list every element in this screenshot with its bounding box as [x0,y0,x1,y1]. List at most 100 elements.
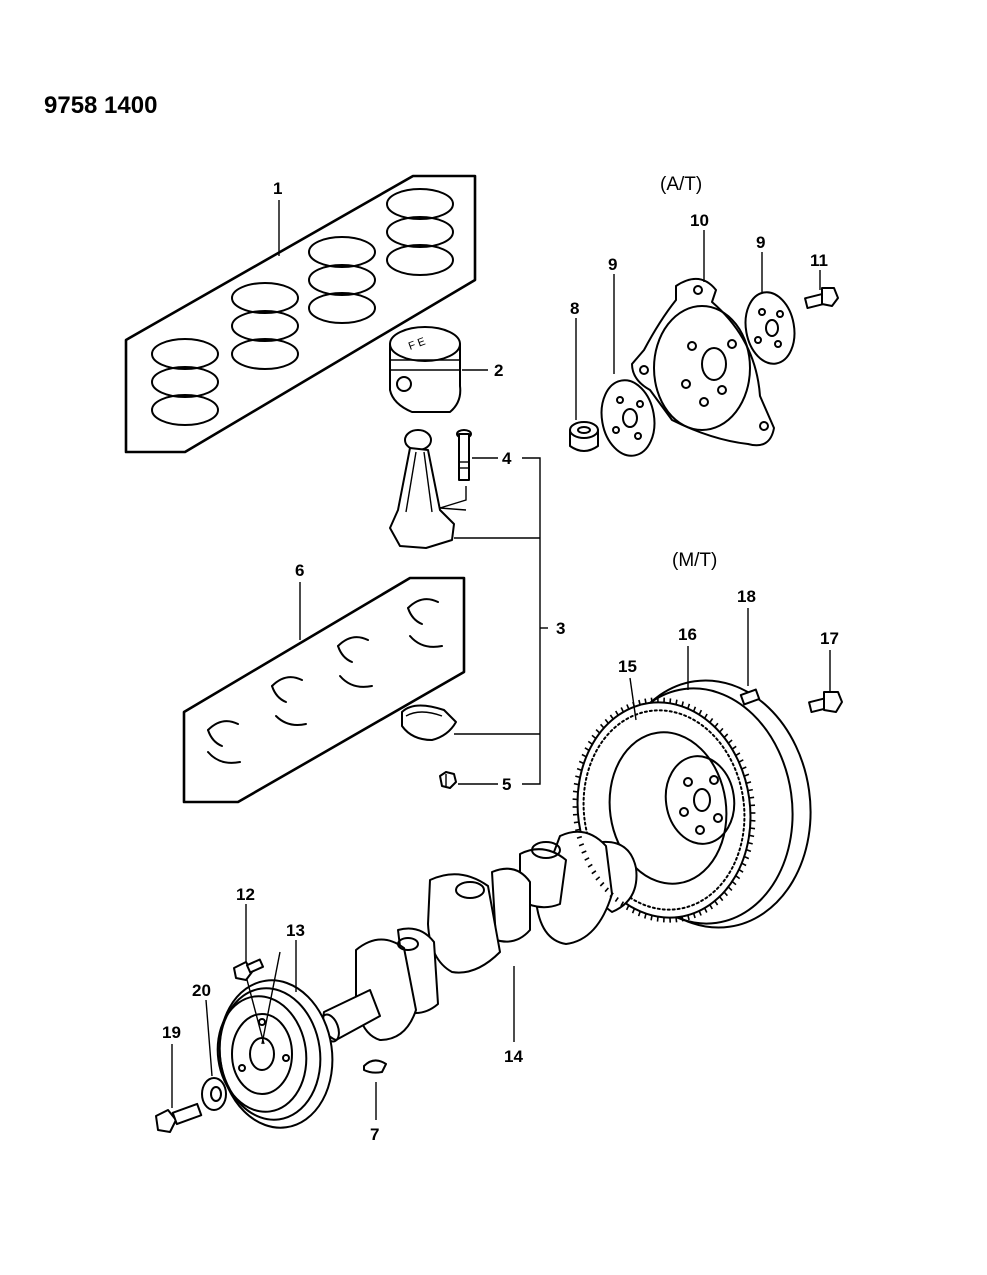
gear-tooth [626,704,630,710]
gear-tooth [604,718,610,724]
gear-tooth [615,710,619,716]
drive-plate-bolt [804,287,839,310]
gear-tooth [749,827,756,830]
callout-5: 5 [502,775,511,794]
gear-tooth [587,740,593,745]
gear-tooth [731,745,737,750]
piston: F E [389,326,462,413]
gear-tooth [749,796,755,799]
callout-7: 7 [370,1125,379,1144]
gear-tooth [735,752,741,757]
callout-6: 6 [295,561,304,580]
gear-tooth [687,703,691,709]
rod-bolt [439,429,472,511]
gear-tooth [625,905,630,911]
gear-tooth [591,734,597,740]
dowel-pin [739,688,761,706]
gear-tooth [575,775,581,779]
gear-tooth [650,915,653,921]
gear-tooth [669,698,672,704]
gear-tooth [595,876,601,881]
callout-9a: 9 [608,255,617,274]
drive-plate [631,278,775,447]
gear-tooth [573,821,579,824]
diagram-code: 9758 1400 [44,92,158,119]
gear-tooth [723,891,728,897]
gear-tooth [714,722,719,728]
callout-3: 3 [556,619,565,638]
callout-8: 8 [570,299,579,318]
gear-tooth [675,917,678,923]
callout-17: 17 [820,629,839,648]
woodruff-key [363,1059,387,1074]
piston-ring-set [124,174,477,454]
gear-tooth [698,910,702,916]
gear-tooth [644,913,647,919]
gear-tooth [738,868,744,873]
gear-tooth [681,701,684,707]
gear-tooth [638,699,641,706]
gear-tooth [620,901,625,907]
gear-tooth [576,835,583,839]
callout-13: 13 [286,921,305,940]
gear-tooth [703,713,708,719]
gear-tooth [747,841,753,845]
gear-tooth [575,828,581,832]
gear-tooth [741,862,747,867]
callout-10: 10 [690,211,709,230]
pulley-bolt [233,958,265,981]
crank-bolt [155,1102,203,1133]
gear-tooth [709,904,713,910]
gear-tooth [631,908,636,914]
callout-20: 20 [192,981,211,1000]
pilot-bushing [569,421,599,452]
crankshaft [320,830,638,1043]
gear-tooth [632,701,636,708]
gear-tooth [584,747,590,752]
gear-tooth [572,790,579,793]
gear-tooth [735,875,741,880]
gear-tooth [578,760,585,765]
gear-tooth [578,843,585,847]
gear-tooth [650,697,653,703]
gear-tooth [719,727,724,733]
gear-tooth [731,880,737,886]
pulley-washer [201,1077,227,1111]
gear-tooth [609,892,614,898]
callout-11: 11 [810,251,828,270]
callout-16: 16 [678,625,697,644]
callout-4: 4 [502,449,512,468]
gear-tooth [620,707,625,713]
gear-tooth [637,911,641,917]
gear-tooth [591,870,597,875]
gear-tooth [675,699,678,705]
gear-tooth [723,733,729,739]
callout-2: 2 [494,361,503,380]
callout-19: 19 [162,1023,181,1042]
callout-9b: 9 [756,233,765,252]
connecting-rod [389,429,455,549]
callout-bracket [454,369,548,785]
gear-tooth [595,729,601,734]
automatic-transmission-label: (A/T) [660,174,702,195]
gear-tooth [749,834,755,838]
gear-tooth [714,900,719,906]
adapter-plate-front [600,379,656,457]
manual-transmission-label: (M/T) [672,550,717,571]
gear-tooth [581,850,587,854]
crankshaft-pulley [216,951,334,1129]
leader-lines [171,200,831,1120]
rod-nut [439,771,457,789]
gear-tooth [709,717,714,723]
gear-tooth [745,781,752,785]
gear-tooth [692,912,696,919]
gear-tooth [692,706,697,712]
gear-tooth [587,863,593,868]
gear-tooth [727,739,733,744]
callout-18: 18 [737,587,756,606]
svg-text:F E: F E [407,336,427,353]
bearing-shell-set [182,576,466,804]
callout-1: 1 [273,179,282,198]
flywheel-bolt [808,691,843,714]
